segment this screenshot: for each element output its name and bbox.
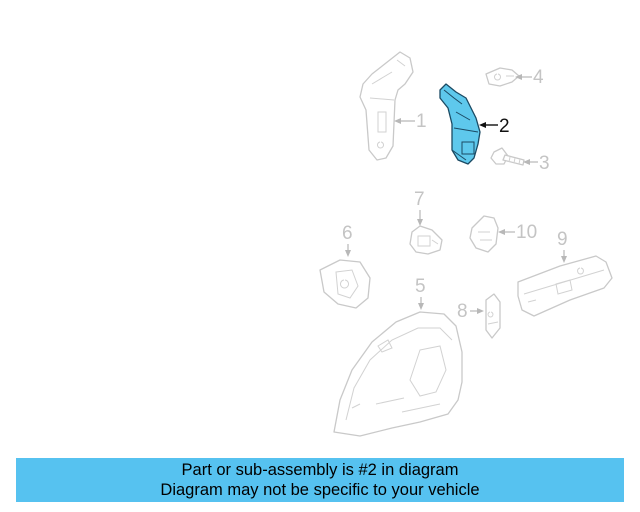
part-4[interactable] [485,67,520,87]
part-9[interactable] [517,255,613,317]
leader-3 [523,159,538,165]
callout-5[interactable]: 5 [415,276,426,297]
leader-7 [417,210,423,226]
parts-diagram: 1 4 2 3 7 [319,51,613,437]
callout-6[interactable]: 6 [342,223,353,244]
callout-4[interactable]: 4 [533,67,544,88]
callout-10[interactable]: 10 [516,222,537,243]
banner-line-2: Diagram may not be specific to your vehi… [160,481,480,499]
part-8[interactable] [485,293,501,339]
leader-4 [515,74,532,80]
part-1[interactable] [359,51,414,161]
part-3[interactable] [490,147,525,166]
part-6[interactable] [319,259,371,309]
callout-8[interactable]: 8 [457,301,468,322]
part-5[interactable] [333,311,463,437]
banner-line-1: Part or sub-assembly is #2 in diagram [181,461,459,479]
callout-7[interactable]: 7 [414,189,425,210]
callout-2[interactable]: 2 [499,116,510,137]
leader-6 [345,244,351,257]
leader-1 [394,118,415,124]
part-10[interactable] [469,215,499,253]
part-2-highlighted[interactable] [439,83,481,165]
callout-3[interactable]: 3 [539,153,550,174]
callout-1[interactable]: 1 [416,111,427,132]
leader-10 [498,229,515,235]
part-7[interactable] [409,225,443,255]
leader-9 [561,250,567,263]
leader-5 [418,297,424,310]
info-banner: Part or sub-assembly is #2 in diagram Di… [16,458,624,502]
leader-8 [470,308,484,314]
leader-2 [479,122,498,128]
callout-9[interactable]: 9 [557,229,568,250]
